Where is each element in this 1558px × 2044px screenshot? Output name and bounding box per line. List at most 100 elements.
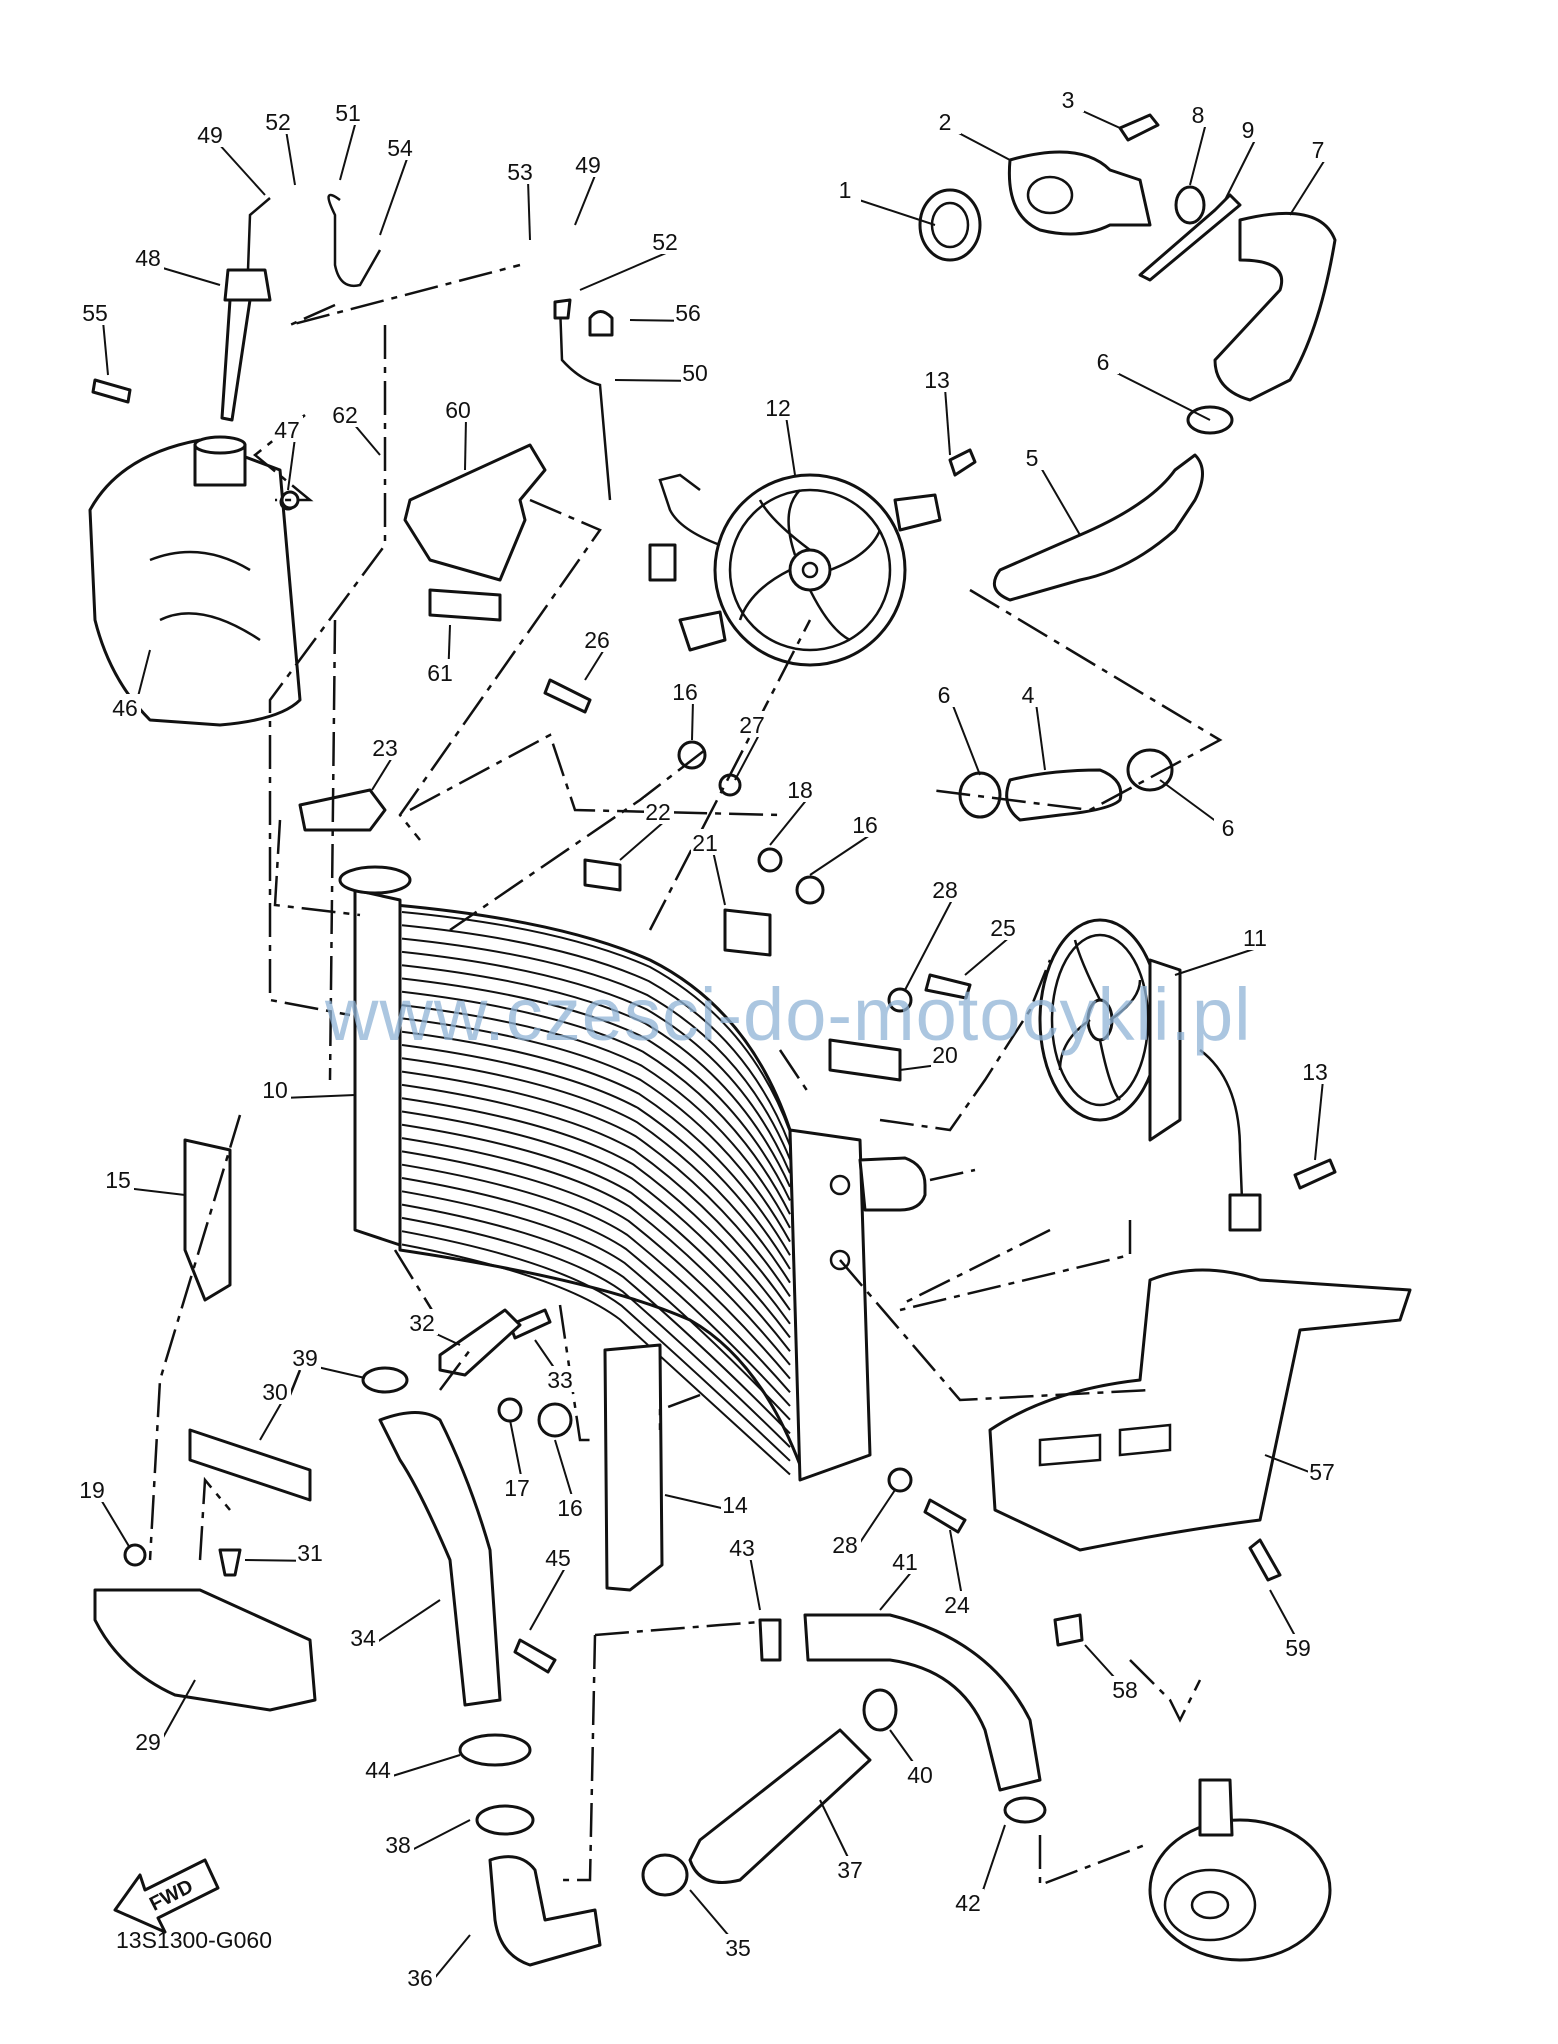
callout-background — [546, 1366, 576, 1392]
radiator-fin — [401, 937, 791, 1160]
radiator-fin — [401, 1137, 791, 1366]
callout-background — [134, 244, 164, 270]
callout-number-4: 4 — [1022, 682, 1035, 708]
callout-background — [544, 1544, 574, 1570]
callout-leader — [312, 1365, 366, 1379]
radiator-fin — [401, 1044, 791, 1270]
grommet-16c — [537, 1402, 573, 1438]
radiator-fin — [401, 1177, 791, 1407]
callout-background — [738, 711, 768, 737]
radiator-fin — [401, 1163, 791, 1393]
bolt-25 — [924, 973, 972, 1000]
radiator-fin — [401, 964, 791, 1188]
callout-number-10: 10 — [262, 1077, 288, 1103]
callout-number-43: 43 — [729, 1535, 755, 1561]
callout-number-14: 14 — [722, 1492, 748, 1518]
callout-number-1: 1 — [839, 177, 852, 203]
radiator-cap — [298, 788, 387, 832]
callout-number-28: 28 — [832, 1532, 858, 1558]
callout-leader — [691, 699, 694, 741]
callout-number-50: 50 — [682, 360, 708, 386]
callout-leader — [944, 387, 951, 456]
collar-18 — [757, 847, 783, 873]
callout-background — [81, 299, 111, 325]
callout-number-62: 62 — [332, 402, 358, 428]
callout-number-38: 38 — [385, 1832, 411, 1858]
callout-background — [273, 416, 303, 442]
callout-number-23: 23 — [372, 735, 398, 761]
pump-cover — [1148, 1778, 1332, 1962]
callout-background — [334, 99, 364, 125]
callout-background — [444, 396, 474, 422]
diagram-code: 13S1300-G060 — [116, 1927, 272, 1953]
callout-number-3: 3 — [1062, 87, 1075, 113]
callout-leader — [852, 197, 936, 226]
callout-background — [681, 359, 711, 385]
callout-number-19: 19 — [79, 1477, 105, 1503]
grommet-16a — [677, 740, 707, 770]
callout-leader — [99, 1497, 131, 1549]
callout-background — [1018, 444, 1048, 470]
callout-number-58: 58 — [1112, 1677, 1138, 1703]
callout-number-49: 49 — [575, 152, 601, 178]
callout-background — [111, 694, 141, 720]
callout-background — [831, 176, 861, 202]
fan-12 — [648, 473, 942, 667]
callout-leader — [529, 1565, 567, 1631]
callout-background — [764, 394, 794, 420]
callout-number-52: 52 — [265, 109, 291, 135]
callout-number-60: 60 — [445, 397, 471, 423]
callout-number-6: 6 — [938, 682, 951, 708]
callout-leader — [769, 797, 809, 846]
callout-leader — [951, 702, 981, 776]
callout-number-47: 47 — [274, 417, 300, 443]
bracket-60 — [403, 443, 547, 582]
callout-background — [1054, 86, 1084, 112]
callout-leader — [809, 832, 874, 876]
clamp-40 — [862, 1688, 898, 1732]
bracket-9 — [1138, 193, 1242, 282]
callout-background — [989, 914, 1019, 940]
callout-number-16: 16 — [557, 1495, 583, 1521]
damper-21 — [723, 908, 772, 957]
callout-background — [384, 1831, 414, 1857]
callout-number-26: 26 — [584, 627, 610, 653]
damper-61 — [428, 588, 502, 622]
callout-leader — [217, 142, 266, 196]
callout-number-35: 35 — [725, 1935, 751, 1961]
radiator-fin — [401, 924, 791, 1147]
guard-15 — [183, 1138, 232, 1302]
callout-number-40: 40 — [907, 1762, 933, 1788]
damper-20 — [828, 1038, 902, 1082]
callout-background — [406, 1964, 436, 1990]
callout-number-20: 20 — [932, 1042, 958, 1068]
callout-leader — [527, 179, 531, 241]
radiator-fin — [401, 1057, 791, 1284]
radiator-fin — [401, 1083, 791, 1311]
bolt-13a — [948, 448, 977, 477]
radiator-fin — [401, 1216, 791, 1448]
guard-14 — [603, 1343, 664, 1592]
callout-number-42: 42 — [955, 1890, 981, 1916]
callout-leader — [964, 935, 1012, 976]
callout-number-15: 15 — [105, 1167, 131, 1193]
bolt-45 — [513, 1638, 557, 1674]
bolt-13b — [1293, 1158, 1337, 1190]
callout-background — [721, 1491, 751, 1517]
callout-background — [574, 151, 604, 177]
callout-leader — [370, 1599, 441, 1647]
callout-background — [931, 108, 961, 134]
callout-background — [1111, 1676, 1141, 1702]
callout-background — [836, 1856, 866, 1882]
callout-background — [1014, 681, 1044, 707]
callout-leader — [904, 897, 954, 991]
callout-background — [923, 366, 953, 392]
callout-background — [1214, 814, 1244, 840]
bolt-24 — [923, 1498, 967, 1534]
callout-number-41: 41 — [892, 1549, 918, 1575]
callout-background — [371, 734, 401, 760]
callout-number-37: 37 — [837, 1857, 863, 1883]
callout-leader — [102, 320, 109, 376]
callout-leader — [712, 850, 726, 906]
callout-background — [931, 876, 961, 902]
